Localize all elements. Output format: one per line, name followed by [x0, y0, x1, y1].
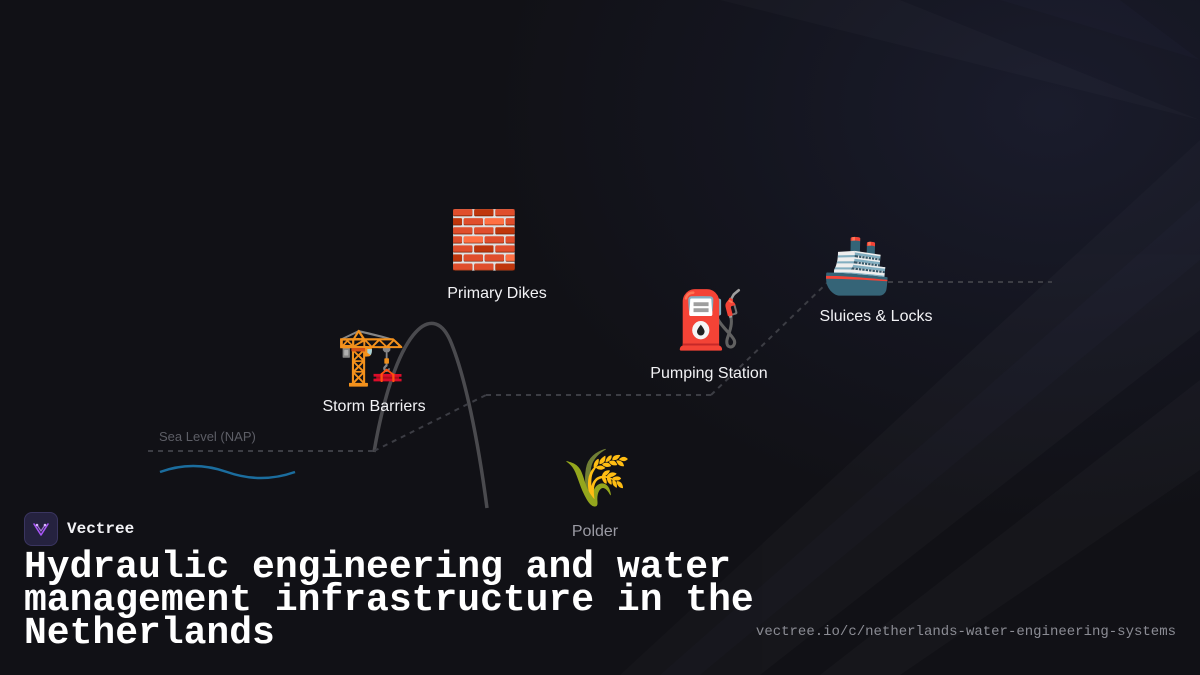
pumping-station-label: Pumping Station: [650, 365, 768, 382]
primary-dikes-label: Primary Dikes: [447, 285, 547, 302]
ship-icon: 🚢: [822, 233, 892, 296]
wheat-sheaf-icon: 🌾: [562, 446, 632, 509]
polder-label: Polder: [571, 523, 619, 540]
brand: Vectree: [24, 512, 134, 546]
fuel-pump-icon: ⛽: [675, 288, 745, 351]
page-title: Hydraulic engineering and water manageme…: [24, 546, 754, 655]
sea-wave: [159, 464, 296, 480]
sluices-locks-label: Sluices & Locks: [819, 308, 933, 325]
sea-level-label: Sea Level (NAP): [159, 429, 256, 444]
storm-barriers-label: Storm Barriers: [322, 398, 426, 415]
dike-curve: [372, 321, 489, 509]
vectree-logo-icon: [24, 512, 58, 546]
construction-crane-icon: 🏗️: [336, 324, 406, 387]
connector-pumping-to-sluices: [710, 281, 829, 396]
page-url[interactable]: vectree.io/c/netherlands-water-engineeri…: [755, 624, 1176, 640]
brand-name: Vectree: [67, 520, 135, 538]
connector-storm-to-dikes: [373, 394, 487, 452]
brick-wall-icon: 🧱: [449, 208, 519, 271]
